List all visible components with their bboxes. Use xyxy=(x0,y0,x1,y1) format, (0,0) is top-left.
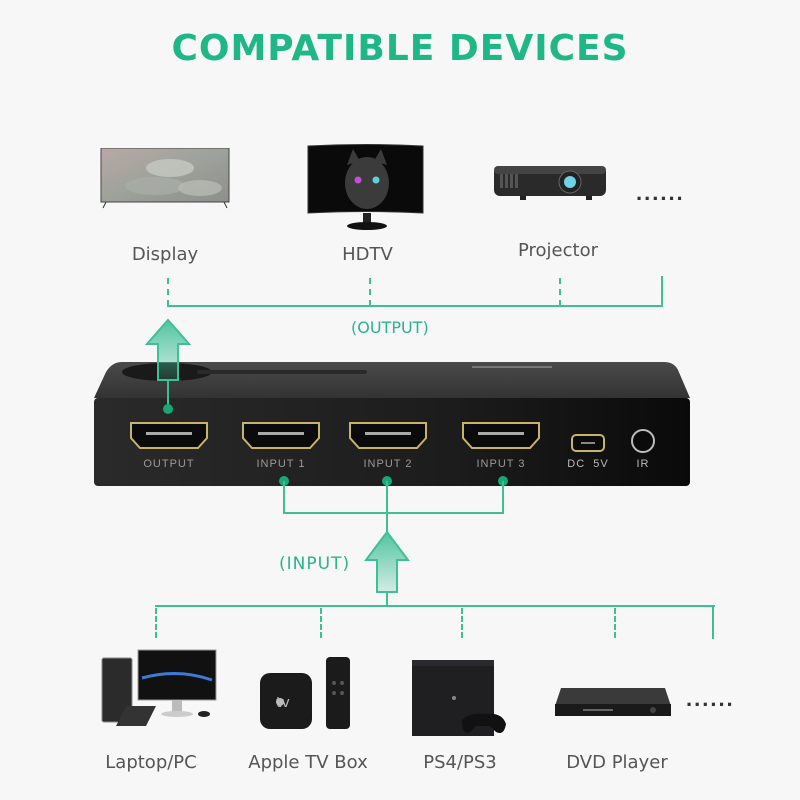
output-line-more xyxy=(661,276,663,307)
input-dash-appletv xyxy=(320,608,322,638)
apple-tv-icon: tv xyxy=(260,657,350,729)
output-arrow-icon xyxy=(145,318,191,381)
dvd-label: DVD Player xyxy=(566,752,668,773)
port-label-input-2: INPUT 2 xyxy=(363,458,413,470)
input-stem xyxy=(386,592,388,606)
input-1-line xyxy=(283,481,285,513)
hdtv-device: HDTV xyxy=(305,143,430,273)
more-input-devices: ...... xyxy=(686,686,735,711)
output-port-dot xyxy=(163,404,173,414)
input-line-more xyxy=(712,605,714,639)
hdmi-port-icon xyxy=(349,422,427,449)
input-merge-line xyxy=(283,512,504,514)
ps4-label: PS4/PS3 xyxy=(423,752,497,773)
output-group-label: (OUTPUT) xyxy=(351,318,429,337)
display-label: Display xyxy=(131,244,199,265)
display-device: Display xyxy=(100,147,230,265)
apple-tv-device: tv xyxy=(258,655,354,735)
ps4-device xyxy=(410,658,508,738)
output-connector xyxy=(167,380,169,410)
projector-device: Projector xyxy=(490,160,610,270)
port-label-output: OUTPUT xyxy=(143,458,195,470)
apple-tv-label: Apple TV Box xyxy=(248,752,368,773)
input-dash-ps xyxy=(461,608,463,638)
projector-icon xyxy=(494,166,606,200)
monitor-display-icon xyxy=(100,147,230,209)
port-label-ir: IR xyxy=(636,458,650,470)
more-output-devices: ...... xyxy=(636,180,685,205)
laptop-pc-device xyxy=(98,648,220,728)
port-label-input-3: INPUT 3 xyxy=(476,458,526,470)
hdmi-port-icon xyxy=(462,422,540,449)
output-dash-display xyxy=(167,278,169,306)
ir-jack-icon xyxy=(631,429,655,453)
hdmi-switch: OUTPUT INPUT 1 INPUT 2 INPUT 3 DC 5V IR xyxy=(92,360,692,488)
output-dash-projector xyxy=(559,278,561,306)
input-arrow-icon xyxy=(364,530,410,593)
input-dash-pc xyxy=(155,608,157,638)
hdmi-port-icon xyxy=(130,422,208,449)
input-dash-dvd xyxy=(614,608,616,638)
port-label-dc-5v: DC 5V xyxy=(567,458,609,470)
micro-usb-port-icon xyxy=(571,434,605,452)
input-2-line xyxy=(386,481,388,533)
input-3-line xyxy=(502,481,504,513)
playstation-icon xyxy=(412,660,506,736)
output-bus-line xyxy=(167,305,663,307)
dvd-player-icon xyxy=(555,688,671,716)
input-bus-line xyxy=(155,605,715,607)
hdmi-port-icon xyxy=(242,422,320,449)
page-title: COMPATIBLE DEVICES xyxy=(171,28,629,69)
projector-label: Projector xyxy=(518,240,598,261)
hdtv-label: HDTV xyxy=(342,244,393,265)
desktop-pc-icon xyxy=(101,649,217,726)
laptop-pc-label: Laptop/PC xyxy=(105,752,197,773)
port-label-input-1: INPUT 1 xyxy=(256,458,306,470)
input-group-label: (INPUT) xyxy=(279,554,351,574)
curved-hdtv-icon xyxy=(307,144,424,230)
output-dash-hdtv xyxy=(369,278,371,306)
dvd-device xyxy=(553,686,673,720)
